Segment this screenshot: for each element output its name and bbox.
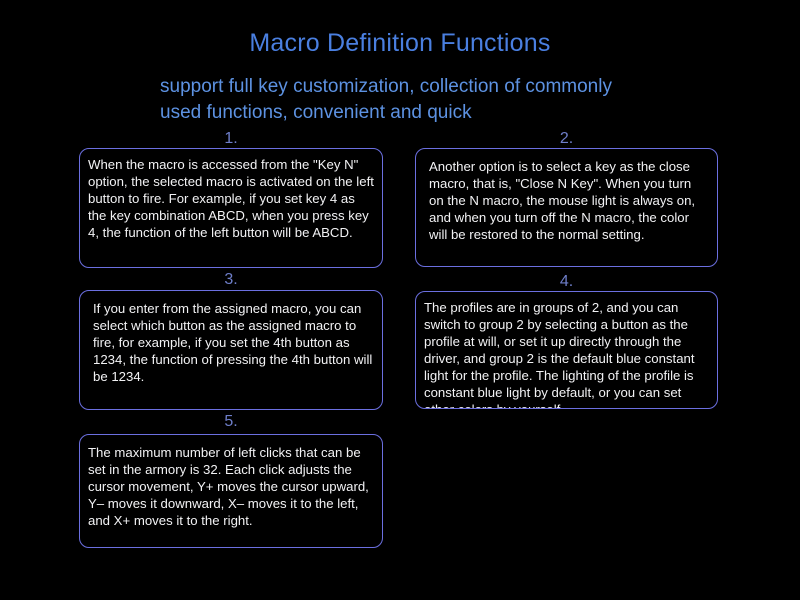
page-subtitle: support full key customization, collecti… — [160, 76, 612, 123]
info-card-2-text: Another option is to select a key as the… — [429, 159, 696, 243]
info-card-1-text: When the macro is accessed from the "Key… — [88, 157, 374, 241]
info-card-4-text: The profiles are in groups of 2, and you… — [424, 300, 695, 408]
info-card-5: The maximum number of left clicks that c… — [79, 434, 383, 548]
card-number-5: 5. — [224, 413, 238, 430]
info-card-3-text: If you enter from the assigned macro, yo… — [93, 301, 373, 385]
info-card-5-text: The maximum number of left clicks that c… — [88, 445, 369, 529]
info-card-4: The profiles are in groups of 2, and you… — [415, 291, 718, 409]
info-card-3: If you enter from the assigned macro, yo… — [79, 290, 383, 410]
card-number-3: 3. — [224, 271, 238, 288]
card-number-4: 4. — [559, 273, 574, 290]
page-title: Macro Definition Functions — [249, 29, 551, 57]
card-number-1: 1. — [224, 130, 238, 147]
card-number-2: 2. — [559, 130, 574, 147]
info-card-1: When the macro is accessed from the "Key… — [79, 148, 383, 268]
info-card-2: Another option is to select a key as the… — [415, 148, 718, 267]
